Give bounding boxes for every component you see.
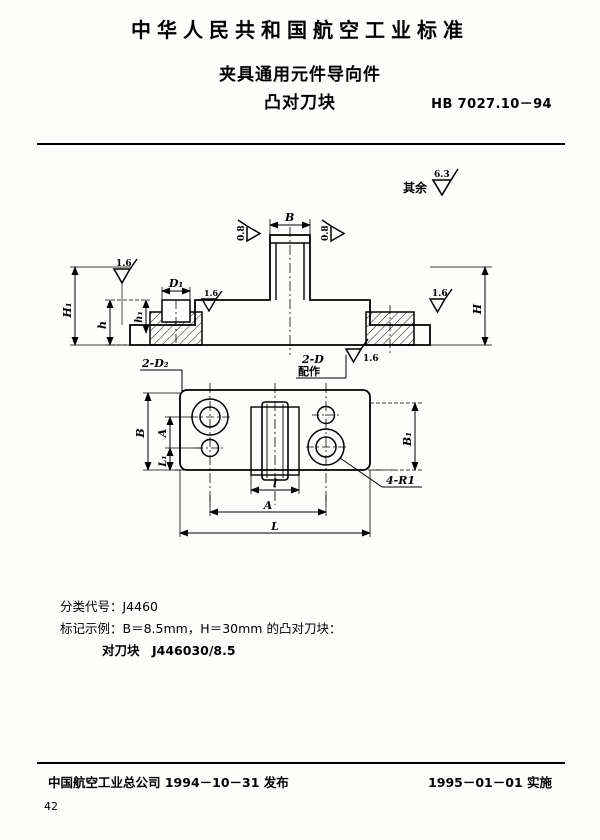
dimension-B-label: B: [284, 211, 294, 224]
svg-text:1.6: 1.6: [363, 354, 379, 364]
dimension-B-plan-label: B: [134, 428, 147, 438]
dimension-L1: L₁: [158, 447, 200, 471]
dimension-A-plan-bottom: A: [209, 495, 327, 516]
svg-text:2-D₂: 2-D₂: [141, 357, 169, 370]
dimension-B1-label: B₁: [401, 432, 414, 447]
body-text-block: 分类代号：J4460 标记示例：B＝8.5mm，H＝30mm 的凸对刀块： 对刀…: [60, 596, 540, 662]
note-4-R1: 4-R1: [339, 457, 422, 488]
standard-number: HB 7027.10－94: [431, 97, 552, 112]
dimension-h1-label: h₁: [134, 311, 145, 323]
svg-text:0.8: 0.8: [237, 225, 247, 241]
dimension-A-plan-bottom-label: A: [263, 499, 273, 512]
dimension-A-plan-left-label: A: [156, 428, 169, 438]
svg-text:配作: 配作: [298, 364, 320, 378]
classification-code-line: 分类代号：J4460: [60, 599, 158, 614]
svg-text:1.6: 1.6: [432, 289, 448, 299]
general-roughness-value: 6.3: [434, 170, 450, 180]
page-subtitle: 凸对刀块: [264, 93, 336, 113]
dimension-L-label: L: [270, 520, 279, 533]
svg-text:2-D: 2-D: [301, 353, 324, 366]
dimension-L1-label: L₁: [158, 455, 169, 467]
roughness-callout-counterbore: 1.6: [200, 288, 223, 313]
dimension-D1-label: D₁: [168, 277, 183, 290]
standard-org-title: 中华人民共和国航空工业标准: [131, 18, 469, 42]
dimension-H: H: [430, 266, 492, 346]
roughness-callout-boss-right: 0.8: [321, 219, 346, 243]
marking-value-line: 对刀块 J446030/8.5: [102, 643, 236, 658]
plan-view: B A L₁ B₁: [134, 383, 422, 537]
hole-lower-right: [306, 428, 346, 466]
dimension-D1: D₁: [161, 277, 191, 300]
note-2-D2: 2-D₂: [140, 357, 183, 391]
hole-lower-left: [196, 438, 224, 458]
cross-section-view: B 0.8 0.8 1.6: [61, 211, 492, 391]
note-2-D-match-machined: 2-D 配作: [296, 353, 347, 379]
dimension-l-label: l: [273, 477, 277, 490]
footer-issuer: 中国航空工业总公司 1994－10－31 发布: [48, 775, 289, 790]
dimension-H1: H₁: [61, 266, 130, 346]
footer-divider: [37, 762, 565, 764]
left-counterbore: [149, 299, 203, 346]
svg-text:1.6: 1.6: [116, 259, 132, 269]
roughness-callout-boss-left: 0.8: [237, 219, 262, 243]
page-number: 42: [44, 800, 58, 813]
technical-drawing: B 0.8 0.8 1.6: [30, 205, 570, 555]
page-title: 夹具通用元件导向件: [219, 65, 381, 85]
center-slot: [250, 401, 300, 481]
note-4-R1-label: 4-R1: [386, 474, 415, 487]
roughness-callout-step-left: 1.6: [112, 258, 138, 325]
dimension-h-label: h: [96, 321, 109, 329]
roughness-callout-right-face: 1.6: [428, 288, 453, 314]
svg-text:1.6: 1.6: [204, 288, 218, 298]
dimension-B-plan: B: [134, 392, 180, 471]
footer-effective-date: 1995－01－01 实施: [428, 775, 552, 790]
header-divider: [37, 143, 565, 145]
svg-text:0.8: 0.8: [321, 225, 331, 241]
roughness-callout-bottom-face: 1.6: [344, 338, 379, 364]
marking-example-line: 标记示例：B＝8.5mm，H＝30mm 的凸对刀块：: [60, 621, 342, 636]
dimension-B-section: B: [269, 211, 311, 235]
dimension-h1: h₁: [134, 299, 150, 334]
hole-upper-right: [312, 405, 340, 425]
dimension-l: l: [250, 475, 300, 494]
drawing-svg: B 0.8 0.8 1.6: [61, 211, 492, 537]
dimension-H-label: H: [471, 303, 484, 315]
surface-roughness-triangle-icon: 6.3: [431, 168, 461, 196]
general-roughness-label: 其余: [403, 181, 428, 195]
dimension-H1-label: H₁: [61, 302, 74, 318]
dimension-B1: B₁: [370, 402, 422, 471]
general-roughness-note: 其余 6.3: [403, 168, 461, 196]
dimension-L: L: [179, 470, 371, 537]
right-counterbore: [365, 305, 415, 353]
